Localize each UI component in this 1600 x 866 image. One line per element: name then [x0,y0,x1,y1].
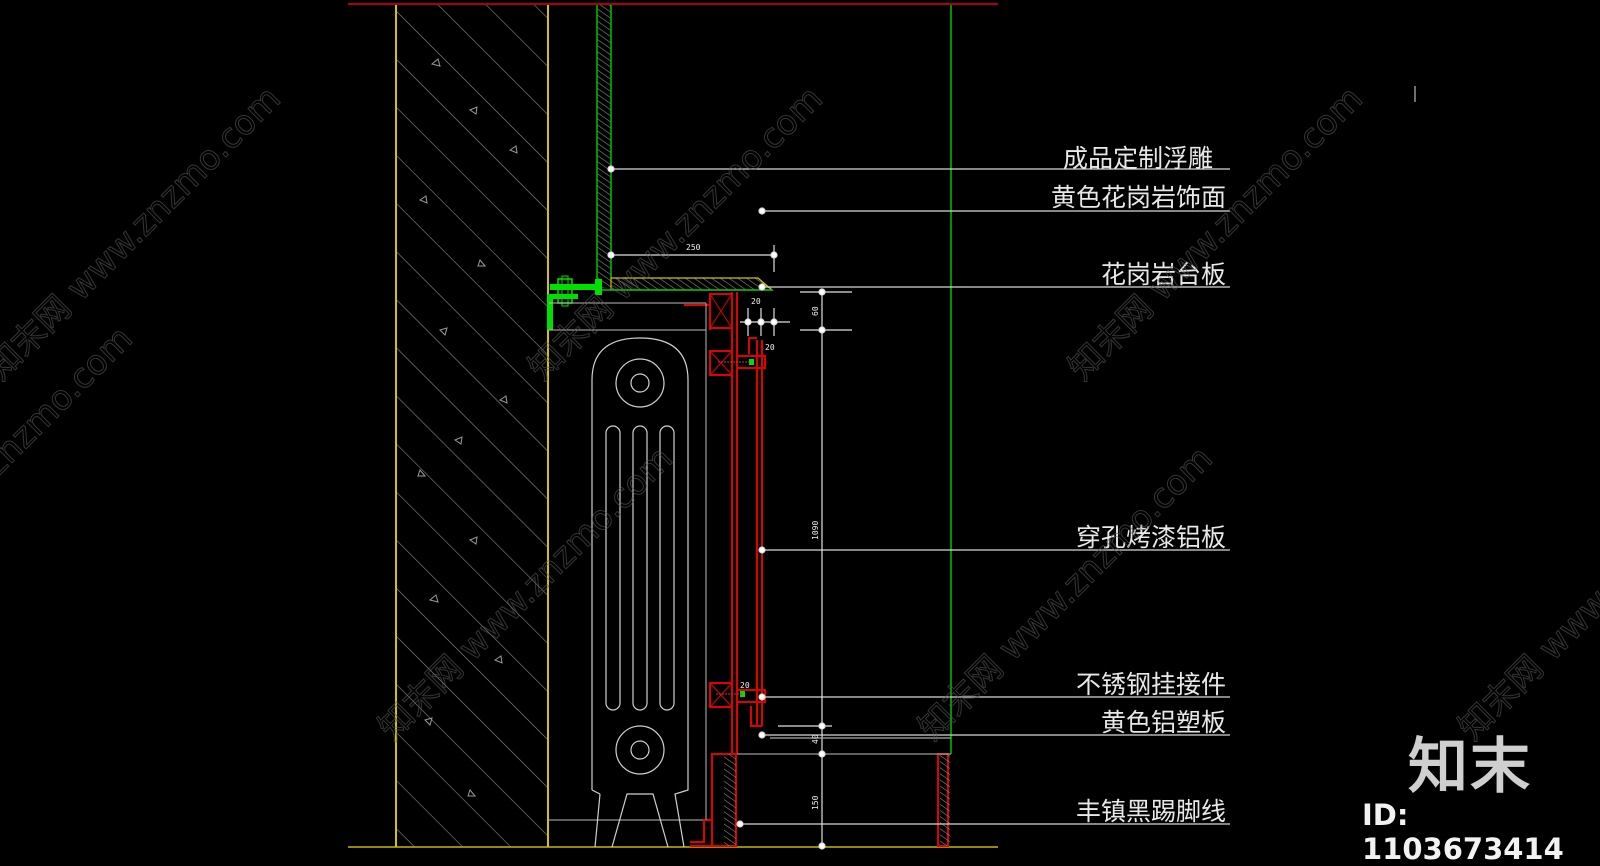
label-relief: 成品定制浮雕 [1062,144,1213,173]
steel-frame [684,292,949,847]
label-alu-composite: 黄色铝塑板 [1100,708,1226,737]
screw-fixings [740,359,754,697]
svg-text:250: 250 [686,243,701,252]
svg-text:20: 20 [751,297,761,306]
leader-lines [607,165,1230,828]
granite-sill [597,277,774,291]
svg-text:1090: 1090 [811,521,820,540]
granite-facing-upper [596,5,612,290]
svg-text:150: 150 [811,795,820,810]
svg-text:60: 60 [811,306,820,316]
label-granite-facing: 黄色花岗岩饰面 [1050,183,1226,212]
svg-text:40: 40 [811,734,820,744]
dimension-lines [607,245,951,850]
brand-logo: 知末 [1408,732,1532,802]
brand-id-label: ID: 1103673414 [1362,798,1564,866]
svg-text:20: 20 [765,343,775,352]
label-ss-connector: 不锈钢挂接件 [1075,670,1226,699]
label-skirting: 丰镇黑踢脚线 [1075,797,1226,826]
dimension-texts: 250 20 20 20 60 1090 40 150 [686,243,820,810]
radiator [591,303,707,848]
label-perforated-panel: 穿孔烤漆铝板 [1075,523,1226,552]
label-granite-sill: 花岗岩台板 [1100,260,1226,289]
wall-bracket [547,275,602,330]
concrete-wall [395,5,549,847]
svg-text:20: 20 [740,681,750,690]
skirting-hatch [724,754,736,846]
